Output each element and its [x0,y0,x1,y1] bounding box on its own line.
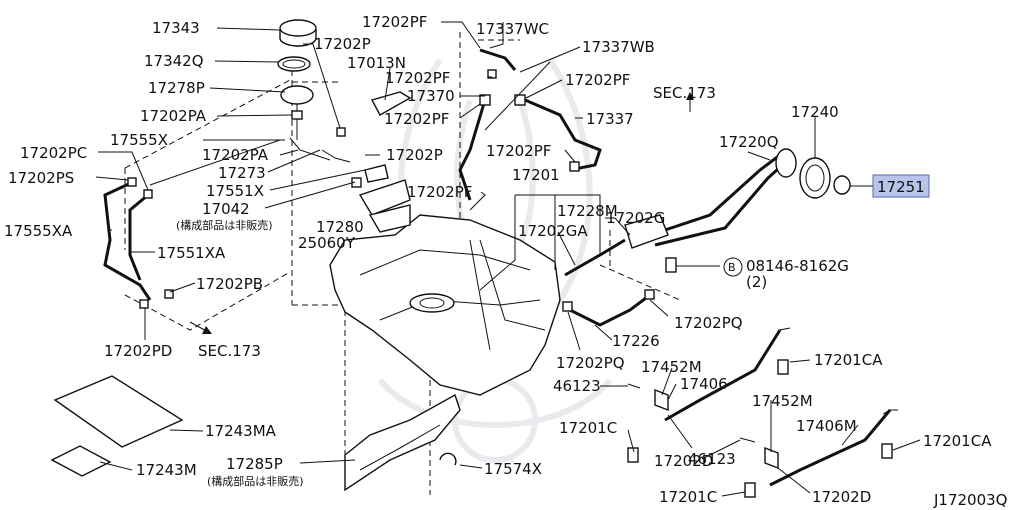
highlight-17251 [872,174,930,198]
leader-lines [95,21,921,497]
label-17555XA[interactable]: 17555XA [4,222,73,240]
diagram-code: J172003Q [933,491,1008,509]
vent-lines [458,48,602,201]
label-bolt-code[interactable]: 08146-8162G [746,257,849,275]
label-17201[interactable]: 17201 [512,166,560,184]
label-17337WB[interactable]: 17337WB [582,38,655,56]
label-17251[interactable]: 17251 [877,178,925,196]
label-17013N[interactable]: 17013N [347,54,406,72]
label-17202PA-2[interactable]: 17202PA [202,146,269,164]
heat-shield [344,393,461,492]
label-17202PF-5[interactable]: 17202PF [407,183,472,201]
label-sec173-left[interactable]: SEC.173 [198,342,261,360]
label-17202P[interactable]: 17202P [314,35,371,53]
label-17202G[interactable]: 17202G [606,209,665,227]
labels: 17343 17342Q 17278P 17202PA 17555X 17202… [4,13,1008,509]
label-17202D-2[interactable]: 17202D [812,488,871,506]
label-17452M-1[interactable]: 17452M [641,358,702,376]
label-17202P-2[interactable]: 17202P [386,146,443,164]
label-17201C-1[interactable]: 17201C [559,419,617,437]
label-17243MA[interactable]: 17243MA [205,422,277,440]
arrows [189,92,694,334]
tank-bands [627,257,898,498]
label-17201CA-2[interactable]: 17201CA [923,432,992,450]
label-sec173-right[interactable]: SEC.173 [653,84,716,102]
note-not-for-sale-1: (構成部品は非販売) [176,218,273,232]
label-17342Q[interactable]: 17342Q [144,52,204,70]
label-17202PF-2[interactable]: 17202PF [385,69,450,87]
label-17280[interactable]: 17280 [316,218,364,236]
label-17337WC[interactable]: 17337WC [476,20,549,38]
label-17202PF-3[interactable]: 17202PF [384,110,449,128]
label-46123-2[interactable]: 46123 [688,450,736,468]
filler-neck [649,148,851,247]
label-17202PQ-1[interactable]: 17202PQ [674,314,743,332]
label-46123-1[interactable]: 46123 [553,377,601,395]
label-17574X[interactable]: 17574X [484,460,542,478]
label-17202PD[interactable]: 17202PD [104,342,172,360]
label-17243M[interactable]: 17243M [136,461,197,479]
label-17202PF-6[interactable]: 17202PF [486,142,551,160]
label-17273[interactable]: 17273 [218,164,266,182]
label-17226[interactable]: 17226 [612,332,660,350]
label-17220Q[interactable]: 17220Q [719,133,779,151]
bolt-circle-icon [723,257,743,277]
label-17285P[interactable]: 17285P [226,455,283,473]
label-17343[interactable]: 17343 [152,19,200,37]
label-17370[interactable]: 17370 [407,87,455,105]
label-bolt-qty: (2) [746,273,767,291]
hoses-left [103,137,331,309]
note-not-for-sale-2: (構成部品は非販売) [207,474,304,488]
label-17406M[interactable]: 17406M [796,417,857,435]
sensors-center [321,91,412,233]
label-17202PA[interactable]: 17202PA [140,107,207,125]
label-17202PQ-2[interactable]: 17202PQ [556,354,625,372]
arrow-icon [686,92,694,100]
label-17202PC[interactable]: 17202PC [20,144,87,162]
label-17555X[interactable]: 17555X [110,131,168,149]
label-17202PB[interactable]: 17202PB [196,275,263,293]
label-17202PF-4[interactable]: 17202PF [565,71,630,89]
label-17240[interactable]: 17240 [791,103,839,121]
label-17452M-2[interactable]: 17452M [752,392,813,410]
fuel-cap [277,19,317,140]
label-17202GA[interactable]: 17202GA [518,222,588,240]
label-17228M[interactable]: 17228M [557,202,618,220]
label-17202D-1[interactable]: 17202D [654,452,713,470]
label-17406[interactable]: 17406 [680,375,728,393]
label-17551X[interactable]: 17551X [206,182,264,200]
arrow-icon [202,326,212,334]
label-17337[interactable]: 17337 [586,110,634,128]
bolt-circle-letter: B [728,261,736,274]
label-17551XA[interactable]: 17551XA [157,244,226,262]
label-25060Y[interactable]: 25060Y [298,234,356,252]
label-17202PF-1[interactable]: 17202PF [362,13,427,31]
label-17201CA-1[interactable]: 17201CA [814,351,883,369]
label-17201C-2[interactable]: 17201C [659,488,717,506]
label-17278P[interactable]: 17278P [148,79,205,97]
insulator-pads [50,375,457,477]
label-17042[interactable]: 17042 [202,200,250,218]
label-17202PS[interactable]: 17202PS [8,169,74,187]
fuel-tank [329,214,561,396]
